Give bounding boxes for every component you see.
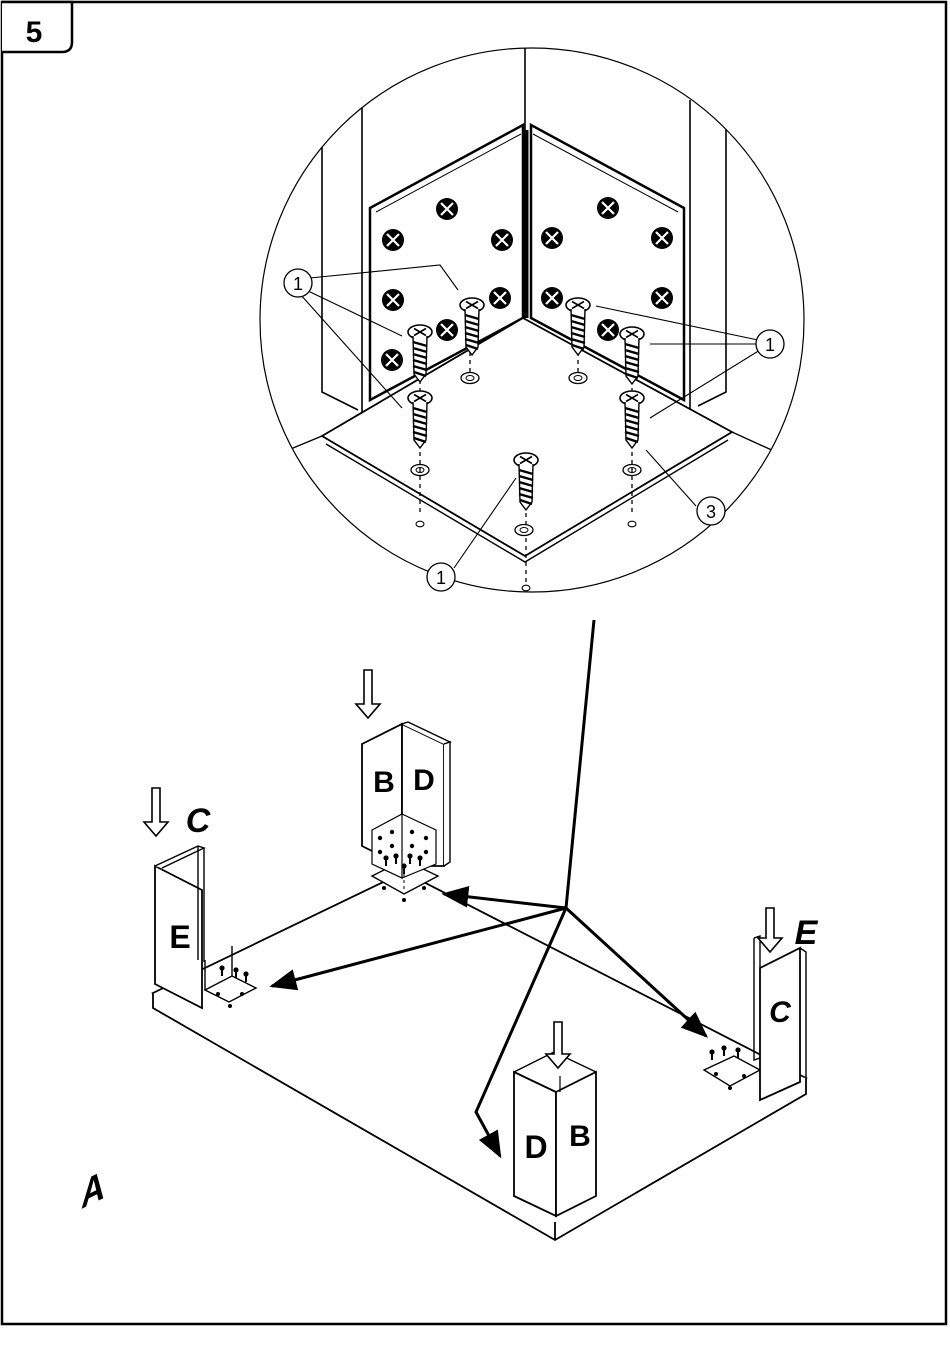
down-arrow-back — [356, 670, 380, 718]
detail-leader-line — [566, 620, 594, 908]
base-panel-label: A — [78, 1162, 107, 1217]
callout-1-right: 1 — [756, 330, 784, 358]
right-arrow-label: E — [795, 914, 819, 952]
left-arrow-label: C — [186, 802, 211, 840]
down-arrow-left — [144, 788, 168, 836]
svg-text:1: 1 — [765, 335, 775, 355]
callout-3: 3 — [697, 497, 725, 525]
down-arrow-right — [758, 908, 782, 952]
left-leg: E — [155, 846, 204, 1008]
left-leg-label: E — [169, 919, 190, 955]
step-number-tab: 5 — [2, 2, 72, 52]
assembly-view: A — [78, 670, 819, 1240]
callout-1-bottom: 1 — [427, 563, 455, 591]
right-leg-label: C — [769, 996, 792, 1029]
step-number: 5 — [26, 16, 43, 49]
detail-panel-label: A — [399, 647, 424, 693]
svg-text:3: 3 — [706, 502, 716, 522]
front-leg-label-right: B — [569, 1120, 591, 1153]
callout-1-top-left: 1 — [284, 269, 312, 297]
back-leg-label-left: B — [373, 766, 395, 799]
back-leg: B D — [362, 722, 450, 892]
right-leg: C — [754, 936, 806, 1100]
detail-view: A 1 1 1 3 — [240, 20, 820, 693]
svg-text:1: 1 — [436, 568, 446, 588]
back-leg-label-right: D — [413, 764, 435, 797]
svg-text:1: 1 — [293, 274, 303, 294]
front-leg-label-left: D — [524, 1129, 547, 1165]
